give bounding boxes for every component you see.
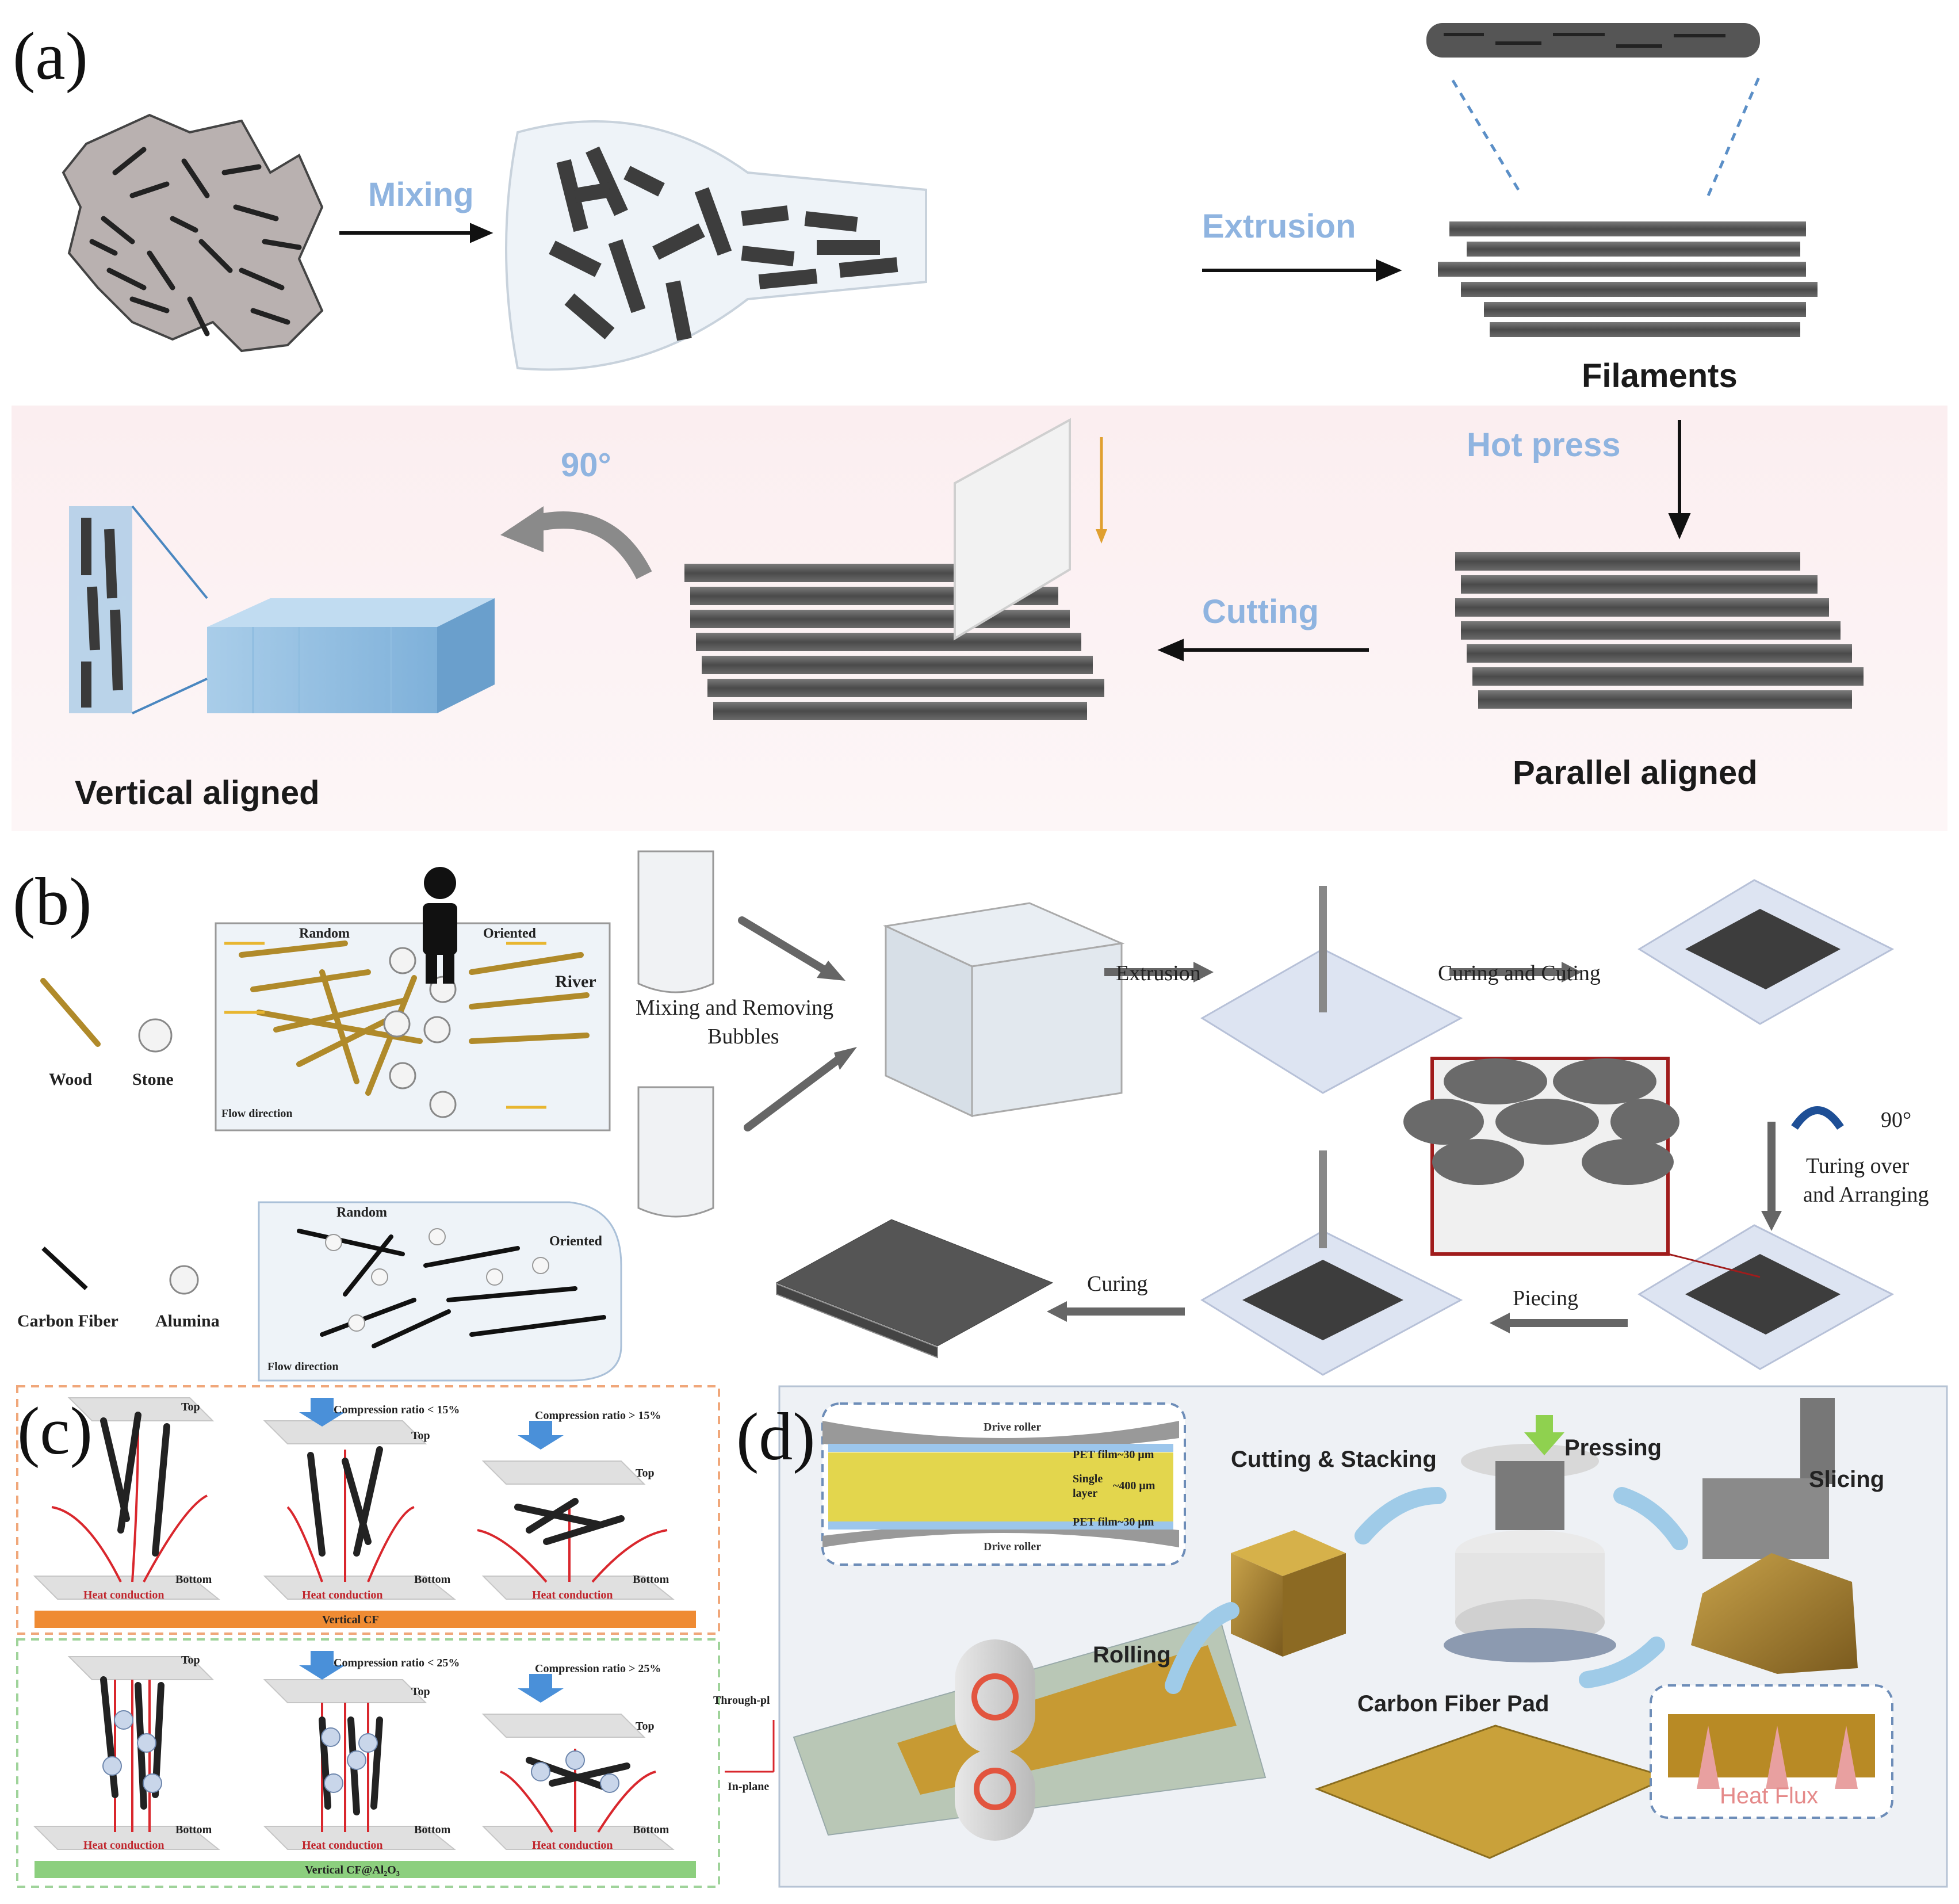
heat-conduction-c6: Heat conduction xyxy=(532,1839,613,1852)
panel-c-frame-top xyxy=(16,1385,720,1635)
panel-a-label: (a) xyxy=(13,18,88,94)
through-plane-label: Through-pl xyxy=(713,1694,770,1707)
vertical-cf-bar xyxy=(35,1611,696,1628)
in-plane-label: In-plane xyxy=(728,1780,770,1793)
top-label-c1: Top xyxy=(181,1401,200,1413)
heat-flux-label: Heat Flux xyxy=(1720,1783,1819,1809)
piecing-label: Piecing xyxy=(1513,1286,1578,1310)
vertical-aligned-label: Vertical aligned xyxy=(75,774,320,812)
cutting-stacking-label: Cutting & Stacking xyxy=(1231,1447,1437,1472)
parallel-aligned-label: Parallel aligned xyxy=(1513,754,1758,792)
single-filament xyxy=(1426,23,1760,58)
alumina-label: Alumina xyxy=(155,1312,220,1330)
cutting-label: Cutting xyxy=(1202,593,1319,630)
panel-c-frame-bottom xyxy=(16,1638,720,1888)
ratio-lt-15: Compression ratio < 15% xyxy=(334,1404,460,1416)
vertical-cf-al2o3-bar xyxy=(35,1861,696,1878)
rotation-angle-label: 90° xyxy=(561,446,611,484)
turning-over-label: Turing over xyxy=(1806,1154,1910,1178)
person-icon xyxy=(423,867,457,984)
panel-d-label: (d) xyxy=(736,1399,816,1474)
vertical-aligned-block xyxy=(207,598,495,713)
bottom-label-c6: Bottom xyxy=(633,1823,669,1836)
filaments-bundle xyxy=(1438,221,1818,337)
extrusion-label-b: Extrusion xyxy=(1116,961,1201,985)
thickness-label: ~400 μm xyxy=(1113,1479,1155,1492)
vertical-cf-al2o3-label: Vertical CF@Al₂O₃ xyxy=(305,1864,400,1876)
random-label-bottom: Random xyxy=(336,1205,388,1220)
pressing-label: Pressing xyxy=(1564,1435,1662,1461)
carbon-fiber-label: Carbon Fiber xyxy=(17,1312,118,1330)
slicing-label: Slicing xyxy=(1809,1467,1885,1492)
rolling-label: Rolling xyxy=(1093,1642,1171,1668)
stone-label: Stone xyxy=(132,1070,174,1089)
rotate-arrow xyxy=(533,511,652,579)
drive-roller-bottom: Drive roller xyxy=(984,1540,1042,1553)
bottom-label-c1: Bottom xyxy=(175,1573,212,1586)
curing-label: Curing xyxy=(1087,1272,1148,1296)
heat-conduction-c2: Heat conduction xyxy=(302,1589,383,1601)
vertical-cf-label: Vertical CF xyxy=(322,1614,379,1626)
rotation-angle-b: 90° xyxy=(1881,1108,1912,1132)
oriented-label-bottom: Oriented xyxy=(549,1234,602,1249)
slicer xyxy=(1691,1398,1858,1674)
parallel-aligned-block xyxy=(1455,552,1864,709)
mixing-removing-label: Mixing and Removing xyxy=(636,996,834,1020)
drive-roller-top: Drive roller xyxy=(984,1421,1042,1433)
heat-conduction-c1: Heat conduction xyxy=(83,1589,164,1601)
layer-label: layer xyxy=(1073,1487,1098,1500)
bottom-label-c4: Bottom xyxy=(175,1823,212,1836)
ratio-gt-15: Compression ratio > 15% xyxy=(535,1409,661,1422)
ratio-gt-25: Compression ratio > 25% xyxy=(535,1662,661,1675)
press xyxy=(1444,1444,1616,1662)
top-label-c5: Top xyxy=(411,1685,430,1698)
cutting-blade xyxy=(954,418,1071,641)
mixing-label: Mixing xyxy=(368,176,474,213)
bubbles-label: Bubbles xyxy=(707,1024,779,1049)
arranging-label: and Arranging xyxy=(1803,1183,1929,1207)
flow-direction-top: Flow direction xyxy=(221,1107,293,1120)
wood-label: Wood xyxy=(49,1070,93,1089)
hot-press-label: Hot press xyxy=(1467,426,1621,464)
single-label: Single xyxy=(1073,1473,1103,1485)
filaments-label: Filaments xyxy=(1582,357,1738,395)
oriented-label-top: Oriented xyxy=(483,926,536,941)
heat-conduction-c3: Heat conduction xyxy=(532,1589,613,1601)
panel-b-label: (b) xyxy=(13,864,92,939)
composite-pellets xyxy=(62,113,324,353)
bottom-label-c5: Bottom xyxy=(414,1823,451,1836)
curing-cutting-label: Curing and Cuting xyxy=(1438,961,1601,985)
bottom-label-c3: Bottom xyxy=(633,1573,669,1586)
pet-film-top: PET film~30 μm xyxy=(1073,1448,1154,1461)
top-label-c3: Top xyxy=(636,1467,655,1479)
extrusion-label: Extrusion xyxy=(1202,208,1356,245)
flow-direction-bottom: Flow direction xyxy=(267,1360,339,1373)
random-label-top: Random xyxy=(299,926,350,941)
cutting-stack-block xyxy=(1231,1530,1346,1657)
heat-conduction-c4: Heat conduction xyxy=(83,1839,164,1852)
heat-conduction-c5: Heat conduction xyxy=(302,1839,383,1852)
top-label-c6: Top xyxy=(636,1720,655,1733)
top-label-c4: Top xyxy=(181,1654,200,1666)
mixing-container xyxy=(882,902,1125,1118)
extruder-nozzle xyxy=(505,120,927,371)
river-label: River xyxy=(555,972,596,991)
pet-film-bottom: PET film~30 μm xyxy=(1073,1516,1154,1528)
carbon-fiber-pad-label: Carbon Fiber Pad xyxy=(1357,1691,1549,1716)
bottom-label-c2: Bottom xyxy=(414,1573,451,1586)
panel-c-label: (c) xyxy=(17,1393,93,1469)
ratio-lt-25: Compression ratio < 25% xyxy=(334,1657,460,1669)
top-label-c2: Top xyxy=(411,1429,430,1442)
